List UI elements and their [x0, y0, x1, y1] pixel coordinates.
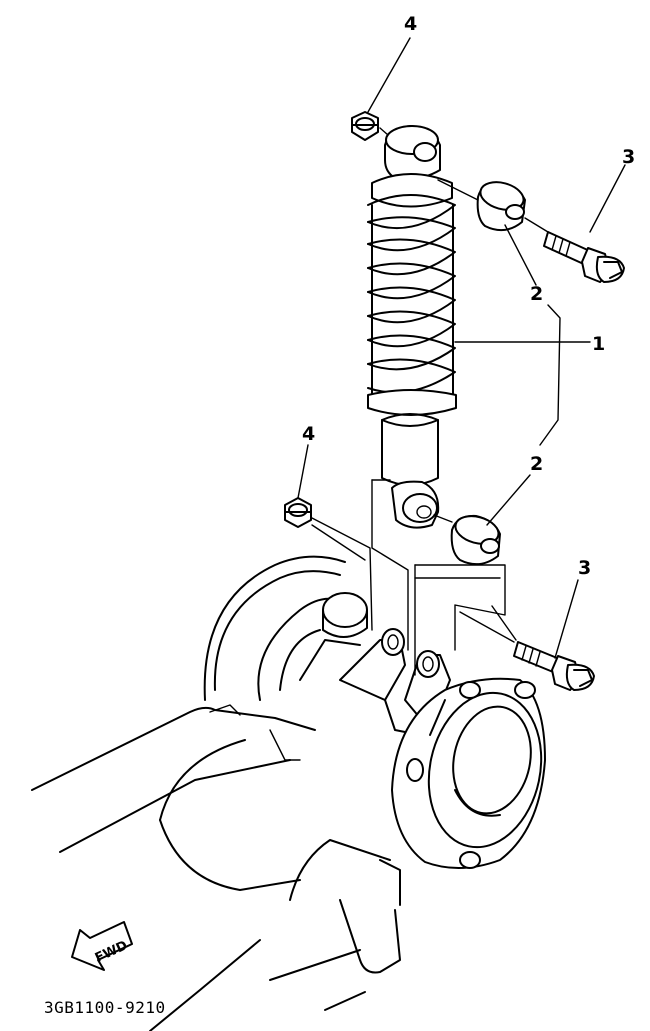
callout-nut-lower: 4 [302, 423, 315, 445]
wheel-hump [203, 555, 368, 701]
leader-lines [297, 37, 626, 659]
upper-bushing [476, 181, 526, 232]
callout-bushing-lower: 2 [530, 453, 543, 475]
callout-bolt-upper: 3 [622, 146, 635, 168]
lower-bushing [450, 514, 501, 566]
swingarm-frame [31, 704, 401, 1031]
lower-bolt [513, 641, 595, 691]
callout-nut-upper: 4 [404, 13, 417, 35]
shock-absorber [367, 125, 457, 529]
upper-bolt [543, 231, 625, 283]
fwd-arrow: FWD [71, 921, 133, 971]
assembly-guide-lines [311, 127, 549, 676]
callout-shock-absorber: 1 [592, 333, 605, 355]
wheel-hub [391, 677, 546, 870]
part-code-label: 3GB1100-9210 [44, 998, 166, 1017]
lower-nut [284, 497, 312, 528]
callout-bushing-upper: 2 [530, 283, 543, 305]
callout-bolt-lower: 3 [578, 557, 591, 579]
upper-nut [351, 111, 379, 141]
